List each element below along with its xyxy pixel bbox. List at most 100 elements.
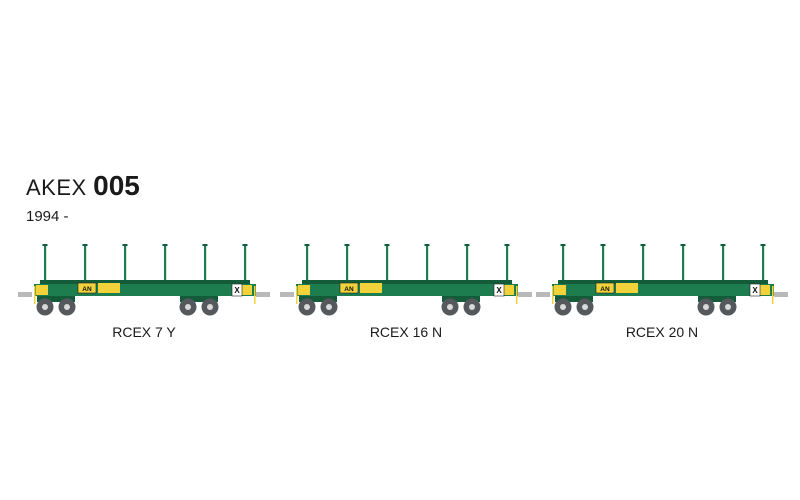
stanchion-cap <box>42 244 48 246</box>
info-panel <box>616 283 638 293</box>
left-handrail <box>34 286 36 304</box>
solebar <box>296 284 518 296</box>
stanchion <box>346 245 349 282</box>
stanchion-cap <box>600 244 606 246</box>
stanchion <box>562 245 565 282</box>
right-handrail <box>516 286 518 304</box>
logo-panel <box>77 282 97 294</box>
deck <box>302 280 512 286</box>
logo-panel <box>595 282 615 294</box>
stanchion-cap <box>304 244 310 246</box>
wheel-hub <box>326 304 332 310</box>
end-panel-left <box>298 285 310 295</box>
stanchion <box>164 245 167 282</box>
stanchion-cap <box>242 244 248 246</box>
class-plate-mark: X <box>496 286 502 295</box>
wheel-hub <box>560 304 566 310</box>
bogie-frame <box>698 296 736 302</box>
bogie-frame <box>37 296 75 302</box>
stanchion <box>722 245 725 282</box>
right-coupler <box>774 292 788 297</box>
wheel-hub <box>703 304 709 310</box>
logo-mark: AN <box>82 286 92 293</box>
stanchion-cap <box>202 244 208 246</box>
wheel-hub <box>185 304 191 310</box>
stanchion <box>244 245 247 282</box>
stanchion-cap <box>720 244 726 246</box>
wheel-hub <box>447 304 453 310</box>
end-panel-right <box>758 285 770 295</box>
stanchion <box>204 245 207 282</box>
wagon-illustration: AN X RCEX 16 N <box>280 240 532 340</box>
stanchion <box>762 245 765 282</box>
wagon-illustration: AN X RCEX 7 Y <box>18 240 270 340</box>
right-coupler <box>518 292 532 297</box>
class-plate <box>749 283 761 297</box>
left-coupler <box>280 292 294 297</box>
stanchion-cap <box>680 244 686 246</box>
stanchion <box>426 245 429 282</box>
deck <box>40 280 250 286</box>
stanchion <box>642 245 645 282</box>
bogie-frame <box>442 296 480 302</box>
right-handrail <box>254 286 256 304</box>
end-panel-right <box>240 285 252 295</box>
stanchion <box>466 245 469 282</box>
stanchion-cap <box>560 244 566 246</box>
bogie-frame <box>555 296 593 302</box>
solebar <box>34 284 256 296</box>
stanchion-cap <box>424 244 430 246</box>
stanchion <box>602 245 605 282</box>
wheel-hub <box>582 304 588 310</box>
end-panel-left <box>36 285 48 295</box>
stanchion <box>682 245 685 282</box>
solebar <box>552 284 774 296</box>
bogie-frame <box>180 296 218 302</box>
stanchion-cap <box>504 244 510 246</box>
info-panel <box>360 283 382 293</box>
stanchion-cap <box>162 244 168 246</box>
stanchion <box>124 245 127 282</box>
wheel-hub <box>725 304 731 310</box>
stanchion <box>306 245 309 282</box>
service-years: 1994 - <box>26 208 69 225</box>
wheel-hub <box>64 304 70 310</box>
bogie-frame <box>299 296 337 302</box>
wagon-label: RCEX 16 N <box>369 324 443 340</box>
class-plate <box>493 283 505 297</box>
stanchion-cap <box>82 244 88 246</box>
wagon-label: RCEX 7 Y <box>112 324 176 340</box>
left-handrail <box>552 286 554 304</box>
product-title: AKEX 005 <box>26 172 140 200</box>
wheel-hub <box>42 304 48 310</box>
wagon-drawing: AN X <box>280 244 532 316</box>
product-code-prefix: AKEX <box>26 175 87 200</box>
class-plate-mark: X <box>752 286 758 295</box>
class-plate-mark: X <box>234 286 240 295</box>
wheel-hub <box>207 304 213 310</box>
stanchion <box>84 245 87 282</box>
wagon-label: RCEX 20 N <box>625 324 699 340</box>
wagon-drawing: AN X <box>18 244 270 316</box>
stanchion <box>506 245 509 282</box>
stanchion-cap <box>760 244 766 246</box>
left-coupler <box>536 292 550 297</box>
stanchion-cap <box>122 244 128 246</box>
stanchion-cap <box>464 244 470 246</box>
logo-panel <box>339 282 359 294</box>
right-handrail <box>772 286 774 304</box>
right-coupler <box>256 292 270 297</box>
product-code-number: 005 <box>93 170 140 201</box>
wheel-hub <box>304 304 310 310</box>
stanchion <box>386 245 389 282</box>
logo-mark: AN <box>344 286 354 293</box>
stanchion-cap <box>640 244 646 246</box>
class-plate <box>231 283 243 297</box>
stanchion-cap <box>344 244 350 246</box>
wheel-hub <box>469 304 475 310</box>
left-handrail <box>296 286 298 304</box>
deck <box>558 280 768 286</box>
info-panel <box>98 283 120 293</box>
